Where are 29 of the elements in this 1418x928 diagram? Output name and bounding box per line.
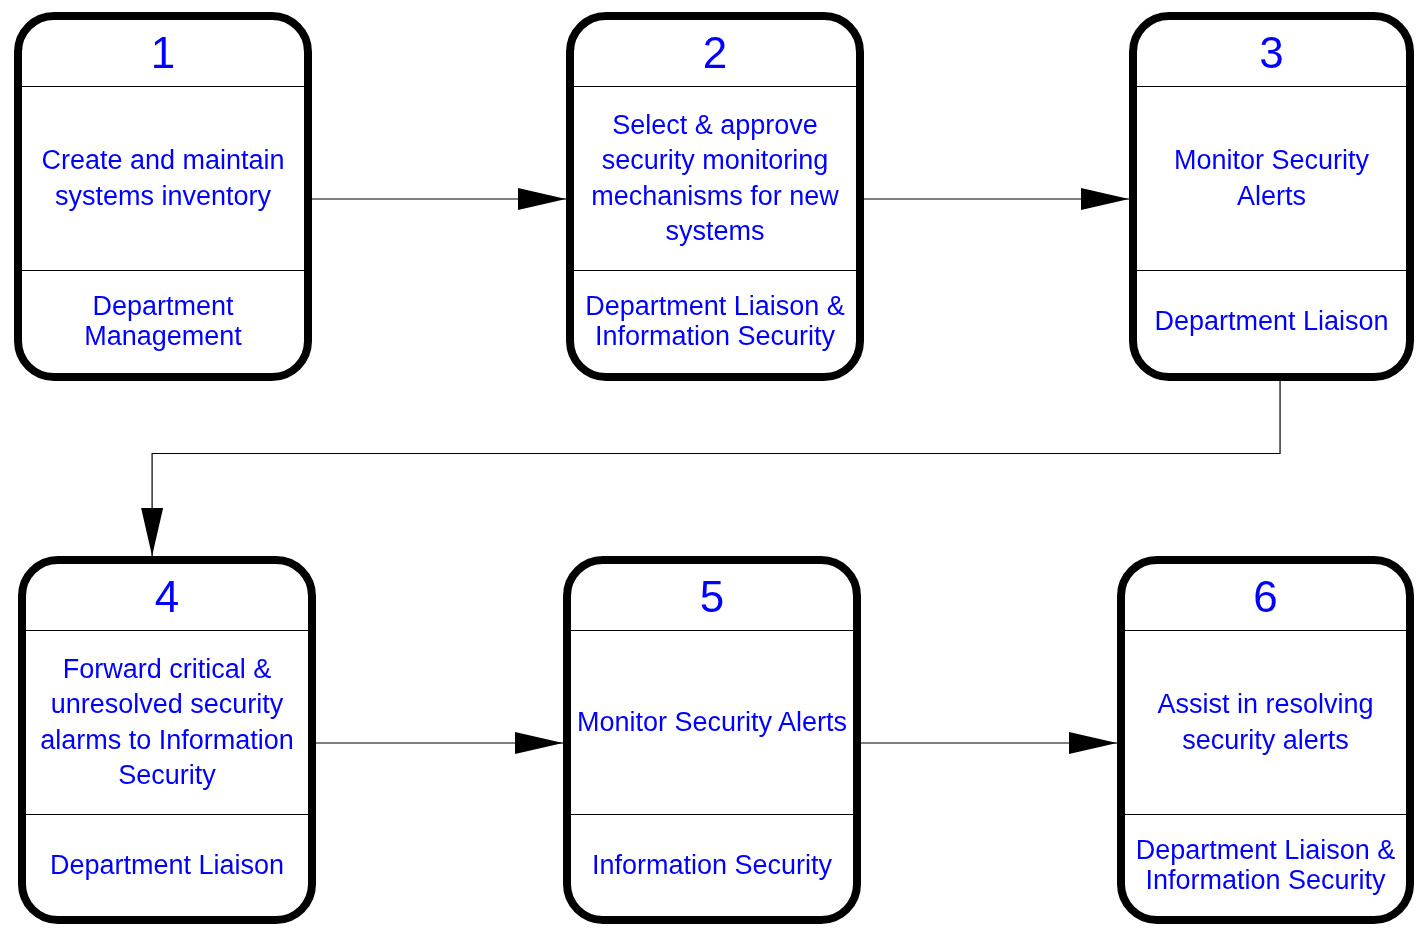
arrow [863,188,1130,210]
step-description: Forward critical & unresolved security alarms to Information Security [39,653,295,792]
step-description: Monitor Security Alerts [1172,144,1371,213]
responsible-party: Department Liaison & Information Security [1134,835,1397,896]
step-description: Monitor Security Alerts [576,705,848,739]
arrow [315,732,564,754]
step-number: 1 [150,28,176,78]
step-description: Create and maintain systems inventory [40,144,286,213]
process-box [563,556,861,924]
step-number: 6 [1253,572,1278,622]
process-box [1129,12,1414,381]
step-number: 4 [154,572,180,622]
responsible-party: Department Liaison [1154,307,1389,337]
step-number: 2 [702,28,728,78]
responsible-party: Department Management [83,292,243,352]
responsible-party: Department Liaison [49,850,285,881]
step-description: Assist in resolving security alerts [1156,688,1375,757]
process-box [1117,556,1414,924]
process-box [18,556,316,924]
step-description: Select & approve security monitoring mechanisms for new systems [590,109,840,248]
responsible-party: Information Security [591,850,833,881]
arrow [311,188,567,210]
arrow [141,380,1281,557]
step-number: 5 [699,572,725,622]
process-box [566,12,864,381]
arrow [860,732,1118,754]
step-number: 3 [1259,28,1284,78]
process-box [14,12,312,381]
responsible-party: Department Liaison & Information Security [584,292,846,352]
